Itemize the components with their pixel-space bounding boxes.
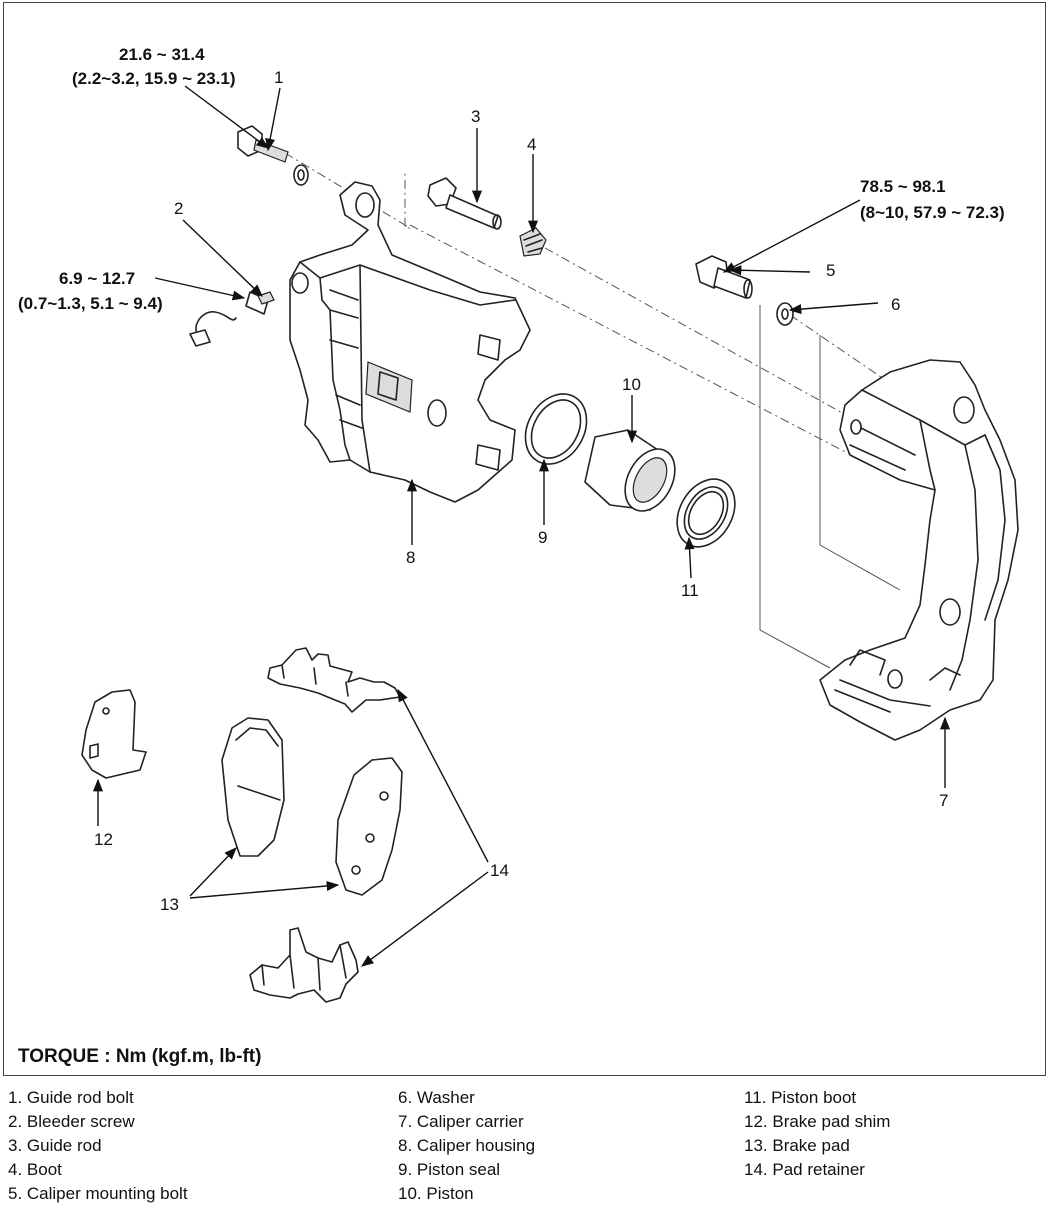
torque-guide-rod-bolt-alt: (2.2~3.2, 15.9 ~ 23.1) bbox=[72, 69, 236, 88]
torque-mounting-bolt-alt: (8~10, 57.9 ~ 72.3) bbox=[860, 203, 1005, 222]
callout-13: 13 bbox=[160, 895, 179, 914]
legend-item: 4. Boot bbox=[8, 1160, 62, 1179]
torque-bleeder-screw-alt: (0.7~1.3, 5.1 ~ 9.4) bbox=[18, 294, 163, 313]
callout-2: 2 bbox=[174, 199, 183, 218]
torque-units-title: TORQUE : Nm (kgf.m, lb-ft) bbox=[18, 1046, 262, 1067]
callout-8: 8 bbox=[406, 548, 415, 567]
callout-4: 4 bbox=[527, 135, 536, 154]
legend-item: 3. Guide rod bbox=[8, 1136, 102, 1155]
legend-column-2: 6. Washer 7. Caliper carrier 8. Caliper … bbox=[398, 1086, 535, 1206]
legend-item: 7. Caliper carrier bbox=[398, 1112, 524, 1131]
torque-mounting-bolt-nm: 78.5 ~ 98.1 bbox=[860, 177, 946, 196]
brake-pad-part bbox=[221, 717, 403, 896]
guide-rod-bolt-part bbox=[237, 125, 309, 186]
legend-item: 13. Brake pad bbox=[744, 1136, 850, 1155]
legend-item: 9. Piston seal bbox=[398, 1160, 501, 1179]
washer-part bbox=[776, 302, 794, 326]
callout-6: 6 bbox=[891, 295, 900, 314]
caliper-carrier-part bbox=[819, 359, 1019, 741]
caliper-mounting-bolt-part bbox=[695, 255, 753, 299]
legend-item: 8. Caliper housing bbox=[398, 1136, 536, 1155]
pad-retainer-part bbox=[249, 647, 401, 1003]
legend-column-3: 11. Piston boot 12. Brake pad shim 13. B… bbox=[744, 1086, 890, 1182]
piston-boot-part bbox=[676, 478, 736, 548]
callout-7: 7 bbox=[939, 791, 948, 810]
legend-item: 10. Piston bbox=[398, 1184, 474, 1203]
callout-12: 12 bbox=[94, 830, 113, 849]
caliper-exploded-diagram: 1 2 3 4 5 6 7 8 9 10 11 12 13 14 21.6 ~ … bbox=[18, 45, 1019, 1003]
callout-3: 3 bbox=[471, 107, 480, 126]
piston-part bbox=[584, 429, 676, 512]
caliper-housing-part bbox=[289, 181, 531, 503]
assembly-axis-lines bbox=[284, 152, 901, 669]
brake-pad-shim-part bbox=[81, 689, 147, 779]
torque-guide-rod-bolt-nm: 21.6 ~ 31.4 bbox=[119, 45, 205, 64]
callout-14: 14 bbox=[490, 861, 509, 880]
legend-item: 12. Brake pad shim bbox=[744, 1112, 891, 1131]
legend-column-1: 1. Guide rod bolt 2. Bleeder screw 3. Gu… bbox=[8, 1086, 188, 1206]
legend-item: 2. Bleeder screw bbox=[8, 1112, 135, 1131]
legend-item: 1. Guide rod bolt bbox=[8, 1088, 134, 1107]
parts-legend: 1. Guide rod bolt 2. Bleeder screw 3. Gu… bbox=[0, 1086, 1050, 1211]
callout-10: 10 bbox=[622, 375, 641, 394]
callout-5: 5 bbox=[826, 261, 835, 280]
legend-item: 11. Piston boot bbox=[744, 1088, 857, 1107]
callout-leaders bbox=[92, 85, 951, 967]
diagram-frame bbox=[3, 2, 1046, 1076]
bleeder-screw-part bbox=[189, 291, 275, 347]
legend-item: 14. Pad retainer bbox=[744, 1160, 865, 1179]
guide-rod-part bbox=[427, 177, 502, 230]
boot-part bbox=[519, 227, 547, 257]
torque-bleeder-screw-nm: 6.9 ~ 12.7 bbox=[59, 269, 135, 288]
callout-11: 11 bbox=[681, 581, 699, 600]
callout-1: 1 bbox=[274, 68, 283, 87]
legend-item: 5. Caliper mounting bolt bbox=[8, 1184, 188, 1203]
piston-seal-part bbox=[524, 393, 588, 465]
callout-9: 9 bbox=[538, 528, 547, 547]
legend-item: 6. Washer bbox=[398, 1088, 475, 1107]
